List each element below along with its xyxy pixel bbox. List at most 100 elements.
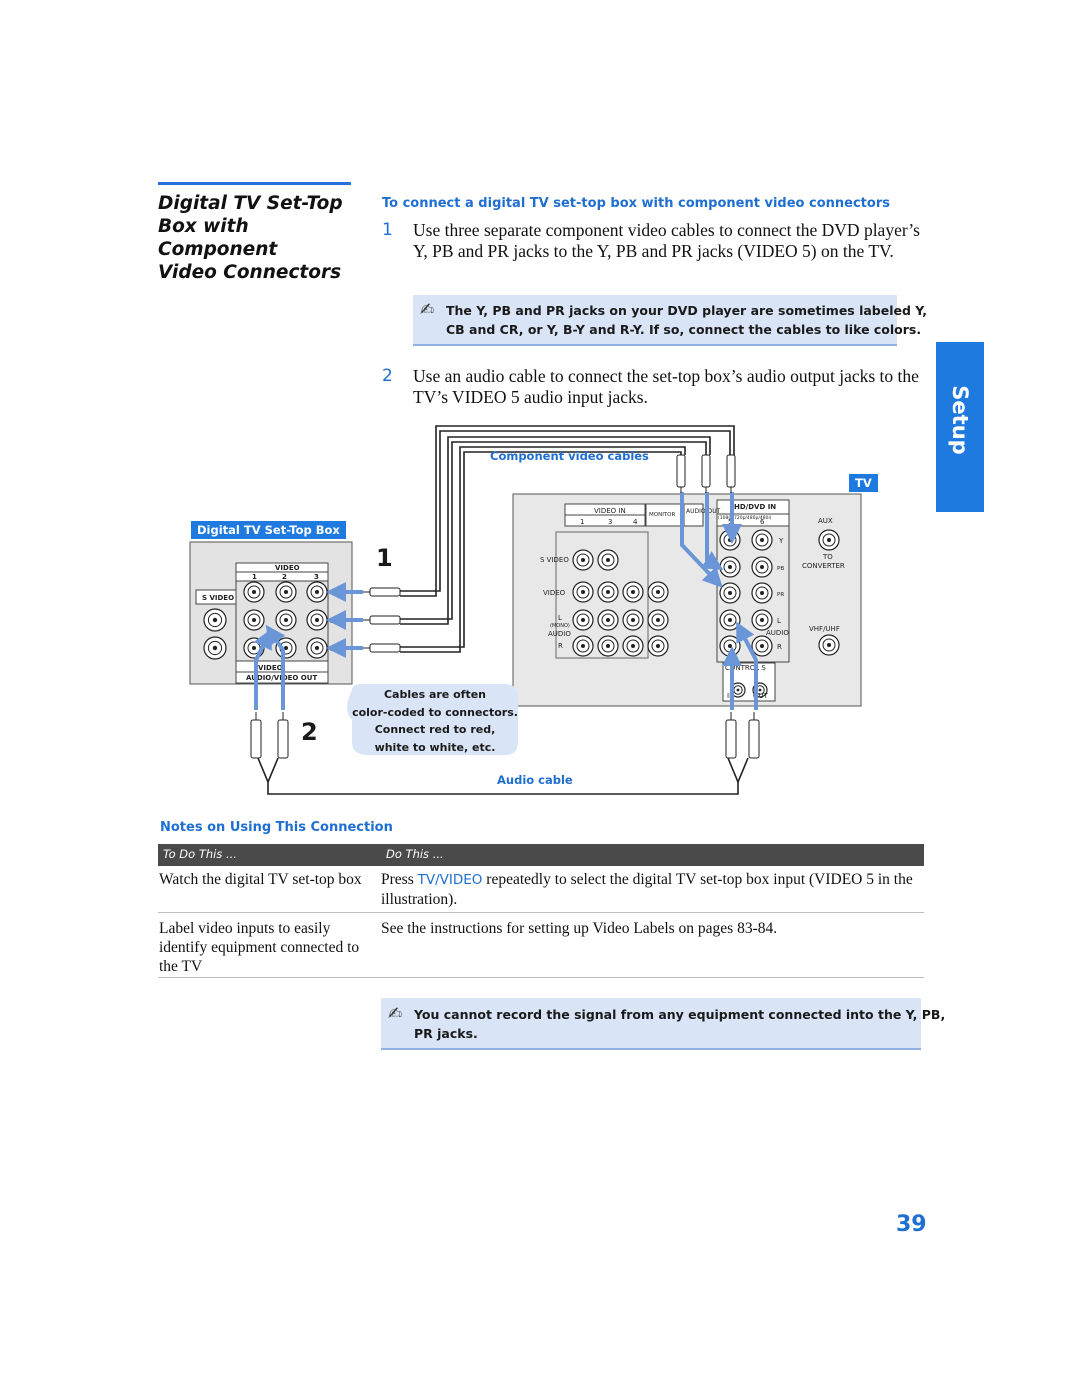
jack-pin — [631, 644, 635, 648]
jack-ring — [279, 613, 293, 627]
jack-pin — [760, 644, 764, 648]
panel-label: AUDIO OUT — [686, 508, 721, 515]
jack-ring — [247, 613, 261, 627]
panel-label: S VIDEO — [202, 594, 234, 602]
panel-label: 6 — [760, 518, 765, 526]
note-line: You cannot record the signal from any eq… — [414, 1007, 946, 1022]
jack-ring — [601, 553, 615, 567]
section-title-line: Component — [158, 239, 278, 260]
tip-bubble — [347, 684, 518, 755]
table-row: Watch the digital TV set-top box Press T… — [158, 866, 924, 913]
jack-pin — [284, 646, 288, 650]
callout-1: 1 — [376, 544, 393, 572]
jack-pin — [284, 618, 288, 622]
jack-pin — [581, 618, 585, 622]
panel-label: VHF/UHF — [809, 625, 840, 633]
panel-label: TO — [822, 553, 833, 561]
jack-pin — [656, 618, 660, 622]
rca-plug — [277, 719, 289, 759]
rca-plug — [725, 719, 737, 759]
panel-label: (MONO) — [550, 623, 570, 629]
jack-ring — [279, 585, 293, 599]
jack-ring — [601, 585, 615, 599]
section-title-line: Video Connectors — [158, 262, 342, 283]
jack-ring — [626, 639, 640, 653]
jack-ring — [310, 585, 324, 599]
rca-plug — [748, 719, 760, 759]
jack-ring — [207, 640, 223, 656]
jack-ring — [822, 638, 836, 652]
jack-ring — [755, 613, 769, 627]
tip-line: Cables are often — [383, 688, 486, 701]
jack-pin — [606, 590, 610, 594]
panel-label: CONTROL S — [725, 664, 766, 672]
panel-label: PR — [777, 592, 784, 598]
panel-label: CONVERTER — [802, 562, 845, 570]
jack-pin — [728, 644, 732, 648]
step-number: 1 — [382, 220, 393, 240]
audio-cable-label: Audio cable — [497, 773, 573, 787]
tv-rear-panel — [512, 493, 862, 707]
jack-pin — [315, 590, 319, 594]
panel-label: L — [558, 614, 562, 622]
jack-ring — [651, 613, 665, 627]
cell-text: repeatedly to select the digital TV set-… — [381, 871, 913, 908]
table-cell-do: Press TV/VIDEO repeatedly to select the … — [381, 870, 924, 909]
jack-pin — [760, 565, 764, 569]
panel-label: VIDEO — [258, 664, 283, 672]
panel-label: 3 — [314, 573, 319, 581]
jack-pin — [760, 591, 764, 595]
table-row: Label video inputs to easily identify eq… — [158, 913, 924, 978]
section-title-line: Digital TV Set-Top — [158, 193, 343, 214]
setup-tab[interactable]: Setup — [936, 342, 984, 512]
note-line: The Y, PB and PR jacks on your DVD playe… — [446, 303, 928, 318]
panel-label: R — [558, 642, 563, 650]
cell-text: Press — [381, 871, 418, 888]
table-header: To Do This ... Do This ... — [158, 844, 924, 866]
panel-label: PB — [777, 566, 784, 572]
jack-ring — [576, 613, 590, 627]
panel-label: 1 — [252, 573, 257, 581]
jack-pin — [736, 688, 740, 692]
routing-arrows — [253, 492, 758, 710]
jack-ring — [626, 613, 640, 627]
rca-plug — [369, 643, 401, 653]
note-box: ✍ You cannot record the signal from any … — [381, 998, 945, 1050]
jack-ring — [576, 553, 590, 567]
panel-label: S VIDEO — [540, 556, 569, 564]
table-cell-todo: Watch the digital TV set-top box — [159, 871, 362, 888]
section-title: Digital TV Set-Top Box with Component Vi… — [158, 192, 358, 284]
pencil-note-icon: ✍ — [420, 300, 435, 320]
column-header: Do This ... — [386, 847, 444, 861]
panel-label: AUDIO — [766, 629, 789, 637]
tip-line: color-coded to connectors. — [352, 705, 518, 719]
jack-ring — [247, 585, 261, 599]
jack-ring — [626, 585, 640, 599]
jack-ring — [755, 639, 769, 653]
jack-ring — [723, 586, 737, 600]
jack-pin — [760, 538, 764, 542]
jack-ring — [601, 639, 615, 653]
note-box: ✍ The Y, PB and PR jacks on your DVD pla… — [413, 295, 927, 346]
panel-label: VIDEO — [543, 589, 566, 597]
table-cell-do: See the instructions for setting up Vide… — [381, 920, 778, 937]
jack-pin — [315, 618, 319, 622]
rca-plug — [676, 454, 686, 488]
panel-label: (1080i/720p/480p/480i) — [718, 515, 772, 521]
panel-label: OUT — [753, 692, 769, 700]
jack-pin — [581, 558, 585, 562]
jack-ring — [755, 560, 769, 574]
jack-pin — [212, 617, 218, 623]
panel-label: 4 — [633, 518, 638, 526]
rca-plug — [250, 719, 262, 759]
jack-pin — [728, 591, 732, 595]
jack-pin — [656, 644, 660, 648]
panel-label: Y — [778, 537, 784, 545]
audio-cable — [257, 757, 749, 795]
jack-pin — [252, 590, 256, 594]
jack-pin — [656, 590, 660, 594]
notes-table: To Do This ... Do This ... Watch the dig… — [158, 844, 924, 978]
jack-pin — [728, 618, 732, 622]
column-header: To Do This ... — [163, 847, 237, 861]
